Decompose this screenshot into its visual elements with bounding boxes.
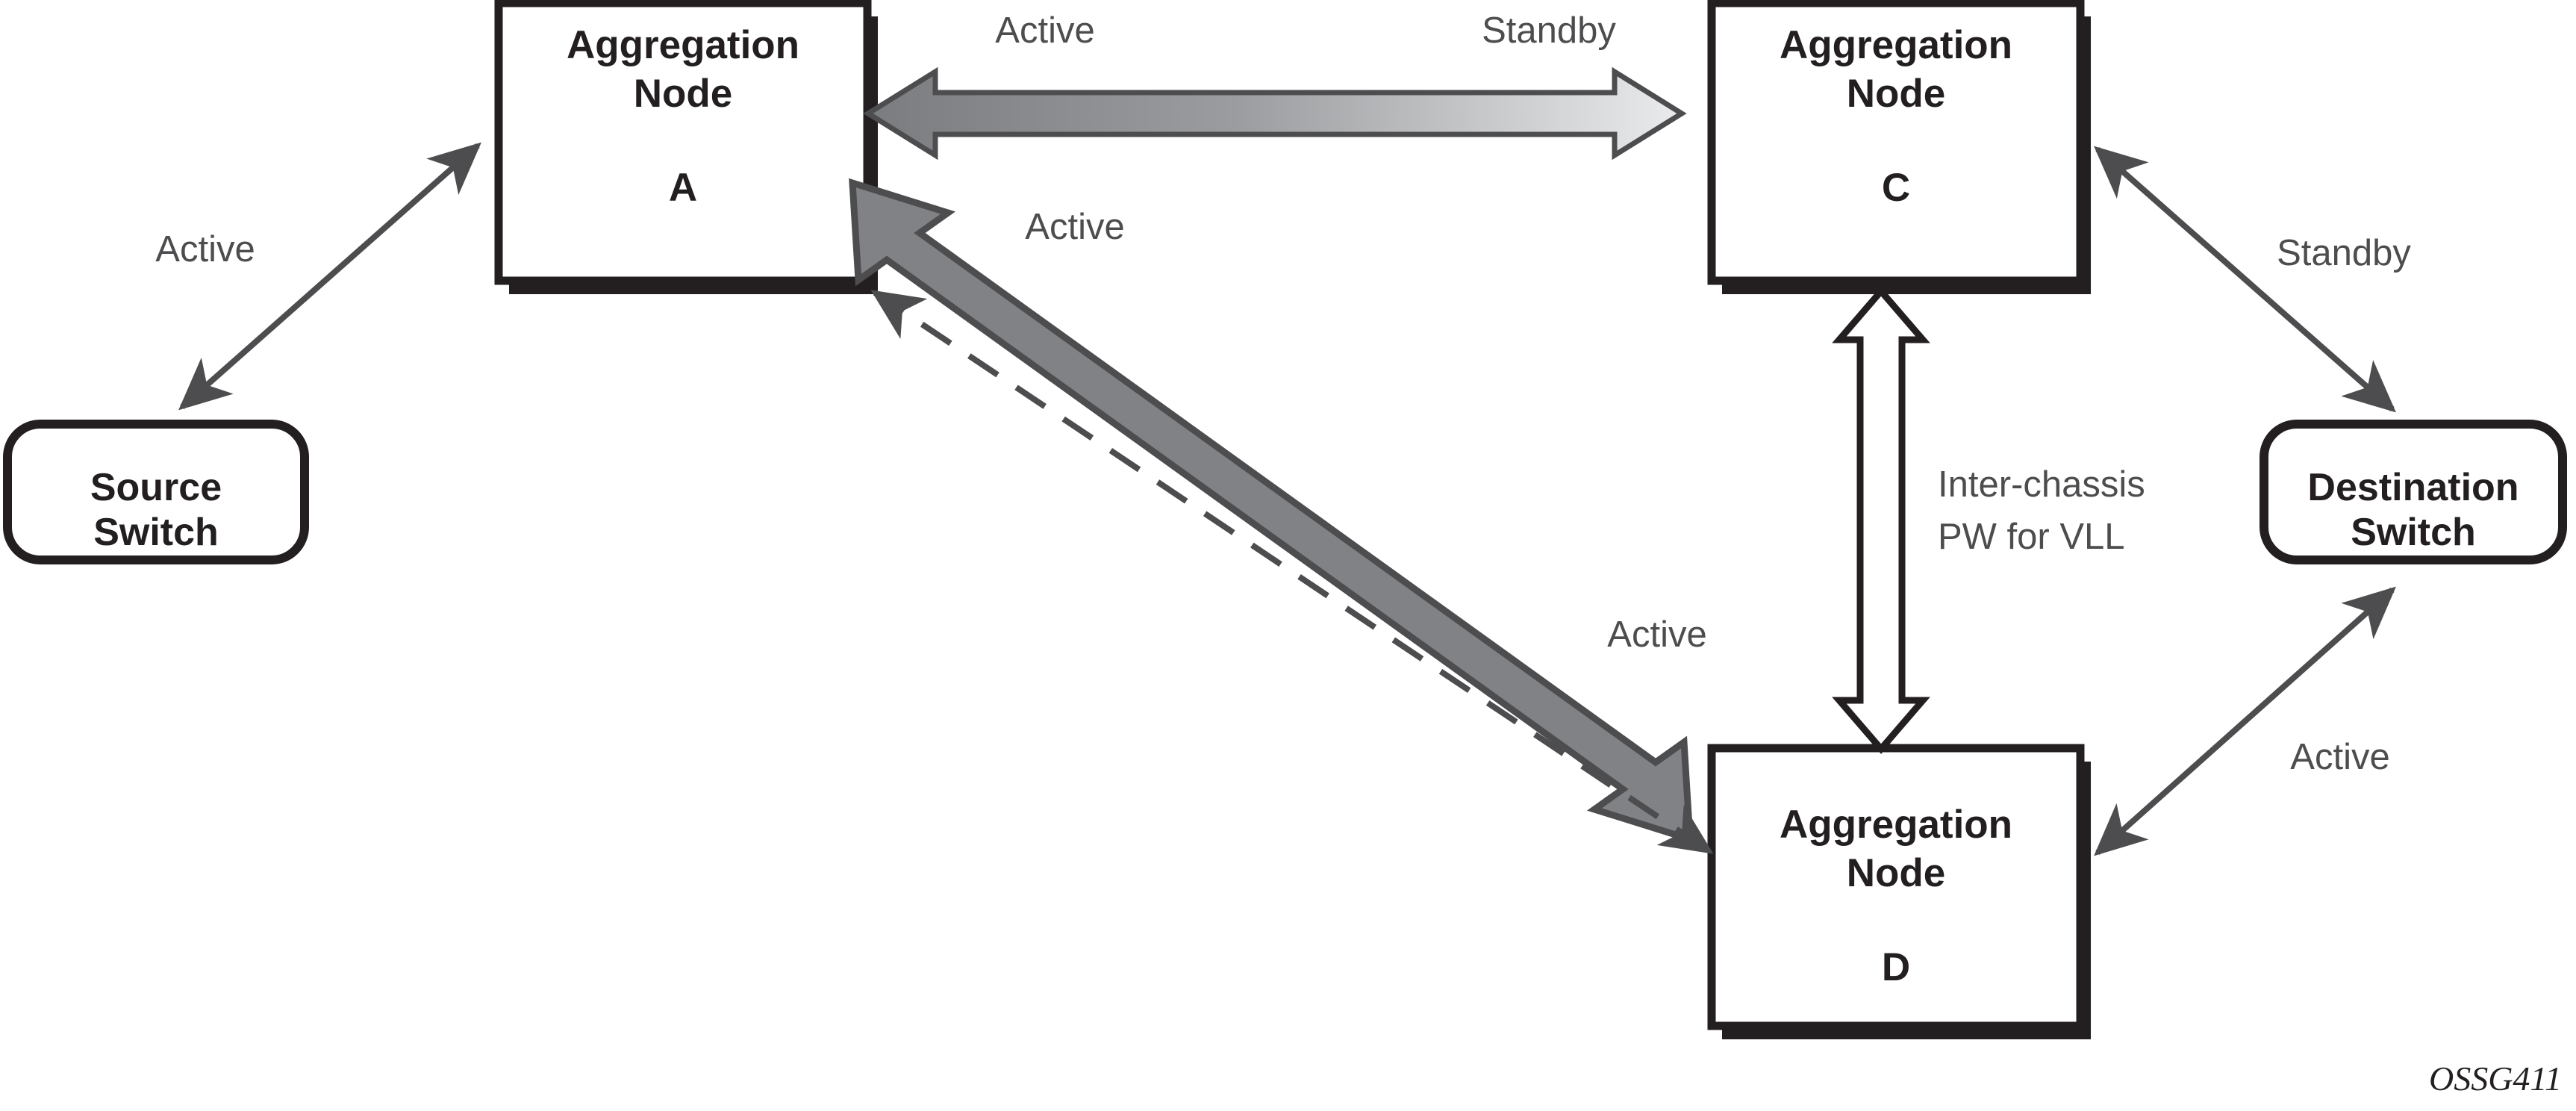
node-c-line1: Aggregation [1780,23,2012,67]
gradient-double-arrow-shape [863,66,1687,161]
dashed-double-arrow-line [870,290,1714,854]
label-active-a-c: Active [995,10,1094,51]
source-a-arrow-line [178,142,481,411]
source-switch-line1: Source [90,466,222,509]
node-d-line2: Node [1847,851,1946,895]
edge-a-to-c-gradient-arrow[interactable] [863,66,1687,161]
node-destination-switch[interactable]: Destination Switch [2260,420,2567,564]
label-standby-a-c: Standby [1482,10,1616,51]
figure-id-label: OSSG411 [2429,1059,2562,1098]
thick-gray-double-arrow-shape [849,178,1694,844]
node-d-box [1707,744,2085,1030]
destination-switch-line1: Destination [2307,466,2519,509]
label-standby-c-destination: Standby [2277,233,2411,273]
edge-c-to-destination[interactable] [2094,146,2396,413]
edge-a-to-d-dashed-arrow[interactable] [870,290,1714,854]
edge-a-to-d-thick-arrow[interactable] [849,178,1694,844]
node-a-line1: Aggregation [567,23,799,67]
node-c-line2: Node [1847,72,1946,116]
edge-source-to-a[interactable] [178,142,481,411]
label-active-a-d-upper: Active [1025,207,1124,247]
node-aggregation-c[interactable]: Aggregation Node C [1707,0,2091,294]
node-source-switch[interactable]: Source Switch [3,420,309,564]
destination-switch-line2: Switch [2351,511,2476,554]
node-c-id: C [1882,166,1910,210]
label-active-a-d-lower: Active [1607,614,1706,655]
node-d-line1: Aggregation [1780,803,2012,847]
node-a-id: A [669,166,697,210]
source-switch-line2: Switch [93,511,219,554]
node-a-line2: Node [634,72,733,116]
edge-d-to-destination[interactable] [2094,586,2396,856]
label-interchassis-line2: PW for VLL [1938,517,2125,557]
node-aggregation-a[interactable]: Aggregation Node A [494,0,878,294]
destination-switch-box [2260,420,2567,564]
label-active-source-a: Active [155,229,255,270]
node-a-box [494,0,872,285]
d-destination-arrow-line [2094,586,2396,856]
edge-c-to-d-hollow-arrow[interactable] [1832,286,1930,754]
node-d-id: D [1882,945,1910,989]
source-switch-box [3,420,309,564]
node-c-box [1707,0,2085,285]
hollow-double-arrow-shape [1832,286,1930,754]
c-destination-arrow-line [2094,146,2396,413]
node-aggregation-d[interactable]: Aggregation Node D [1707,744,2091,1039]
label-interchassis-line1: Inter-chassis [1938,464,2145,505]
label-active-d-destination: Active [2290,737,2389,777]
